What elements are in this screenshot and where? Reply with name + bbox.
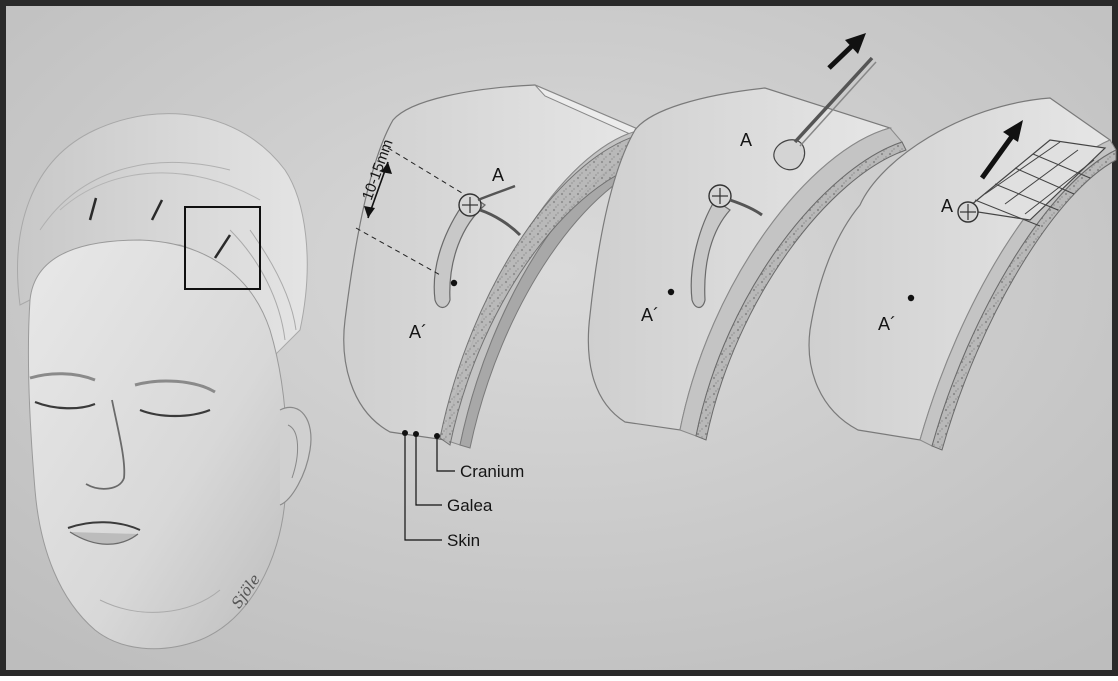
point-a-label-2: A — [740, 130, 752, 150]
point-a-label-3: A — [941, 196, 953, 216]
point-a-prime-label-2: A´ — [641, 305, 659, 325]
head-illustration — [18, 114, 311, 649]
point-a-prime-label-3: A´ — [878, 314, 896, 334]
point-a-prime-label-1: A´ — [409, 322, 427, 342]
point-a-label-1: A — [492, 165, 504, 185]
layer-label-skin: Skin — [447, 531, 480, 550]
layer-label-galea: Galea — [447, 496, 493, 515]
layer-label-cranium: Cranium — [460, 462, 524, 481]
